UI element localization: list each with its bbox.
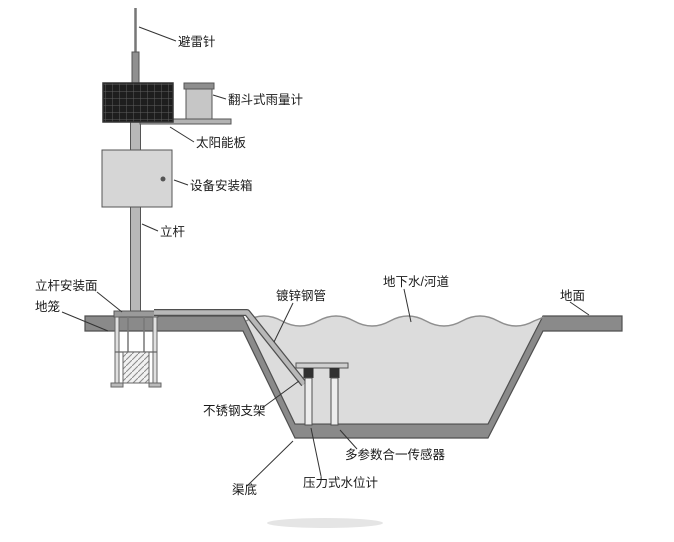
leader-multi-param-sensor [339, 429, 358, 450]
label-pole-mount-surface: 立杆安装面 [35, 278, 98, 293]
ground-lining-band [84, 315, 623, 439]
label-pole: 立杆 [160, 224, 186, 239]
leader-channel-bottom [246, 440, 294, 487]
water-body [246, 316, 541, 423]
pole-shaft [130, 114, 141, 316]
cage-leg-right [152, 316, 158, 384]
solar-panel-cells [102, 82, 174, 123]
label-ground-surface: 地面 [560, 289, 585, 303]
leader-rain-gauge [212, 94, 227, 100]
mounting-pole [130, 114, 141, 316]
galvanized-pipe [154, 309, 307, 387]
label-equipment-box: 设备安装箱 [190, 178, 253, 193]
label-galvanized-pipe: 镀锌钢管 [276, 288, 326, 303]
label-lightning-rod: 避雷针 [178, 34, 216, 49]
label-solar-panel: 太阳能板 [196, 135, 247, 150]
label-water-channel: 地下水/河道 [383, 275, 449, 289]
rain-gauge [183, 82, 215, 120]
multi-param-sensor-tube [330, 377, 339, 426]
stainless-bracket-bar [295, 362, 349, 369]
pole-base-plate [113, 310, 159, 318]
sensor-assembly [295, 362, 349, 426]
pipe-fill [154, 310, 306, 386]
pressure-gauge-cap [303, 368, 314, 378]
cage-concrete-hatch [122, 351, 150, 384]
leader-solar-panel [169, 126, 195, 143]
cage-foot-right [148, 382, 162, 388]
equipment-box [101, 149, 173, 208]
label-stainless-bracket: 不锈钢支架 [203, 403, 266, 418]
label-channel-bottom: 渠底 [232, 482, 257, 497]
leader-water-channel [403, 288, 412, 323]
leader-lines [61, 26, 590, 487]
pressure-gauge-tube [304, 377, 313, 426]
leader-pole-mount-surface [96, 291, 123, 313]
rain-gauge-body [185, 86, 213, 120]
leader-pole [141, 223, 159, 232]
label-pressure-gauge: 压力式水位计 [303, 475, 378, 490]
water-surface-wave [245, 315, 545, 327]
leader-ground-cage [61, 311, 109, 332]
water-fill [246, 316, 541, 423]
leader-pressure-gauge [310, 427, 322, 477]
leader-galvanized-pipe [273, 302, 294, 343]
cage-leg-left [114, 316, 120, 384]
label-rain-gauge: 翻斗式雨量计 [228, 93, 303, 107]
page-smudge [267, 518, 383, 528]
lightning-rod [131, 8, 140, 86]
multi-param-sensor-cap [329, 368, 340, 378]
equipment-box-knob [160, 176, 166, 182]
channel-lining [84, 315, 623, 439]
labels: 避雷针 翻斗式雨量计 太阳能板 设备安装箱 立杆 立杆安装面 地笼 镀锌钢管 地… [35, 34, 585, 497]
rain-gauge-rim [183, 82, 215, 90]
equipment-box-body [101, 149, 173, 208]
lightning-rod-sleeve [131, 51, 140, 86]
leader-stainless-bracket [261, 380, 300, 409]
solar-panel [102, 82, 174, 123]
leader-lightning-rod [138, 26, 177, 42]
label-ground-cage: 地笼 [35, 299, 60, 314]
cage-foot-left [110, 382, 124, 388]
label-multi-param-sensor: 多参数合一传感器 [345, 447, 446, 462]
leader-equipment-box [173, 179, 189, 186]
leader-ground-surface [569, 301, 590, 316]
